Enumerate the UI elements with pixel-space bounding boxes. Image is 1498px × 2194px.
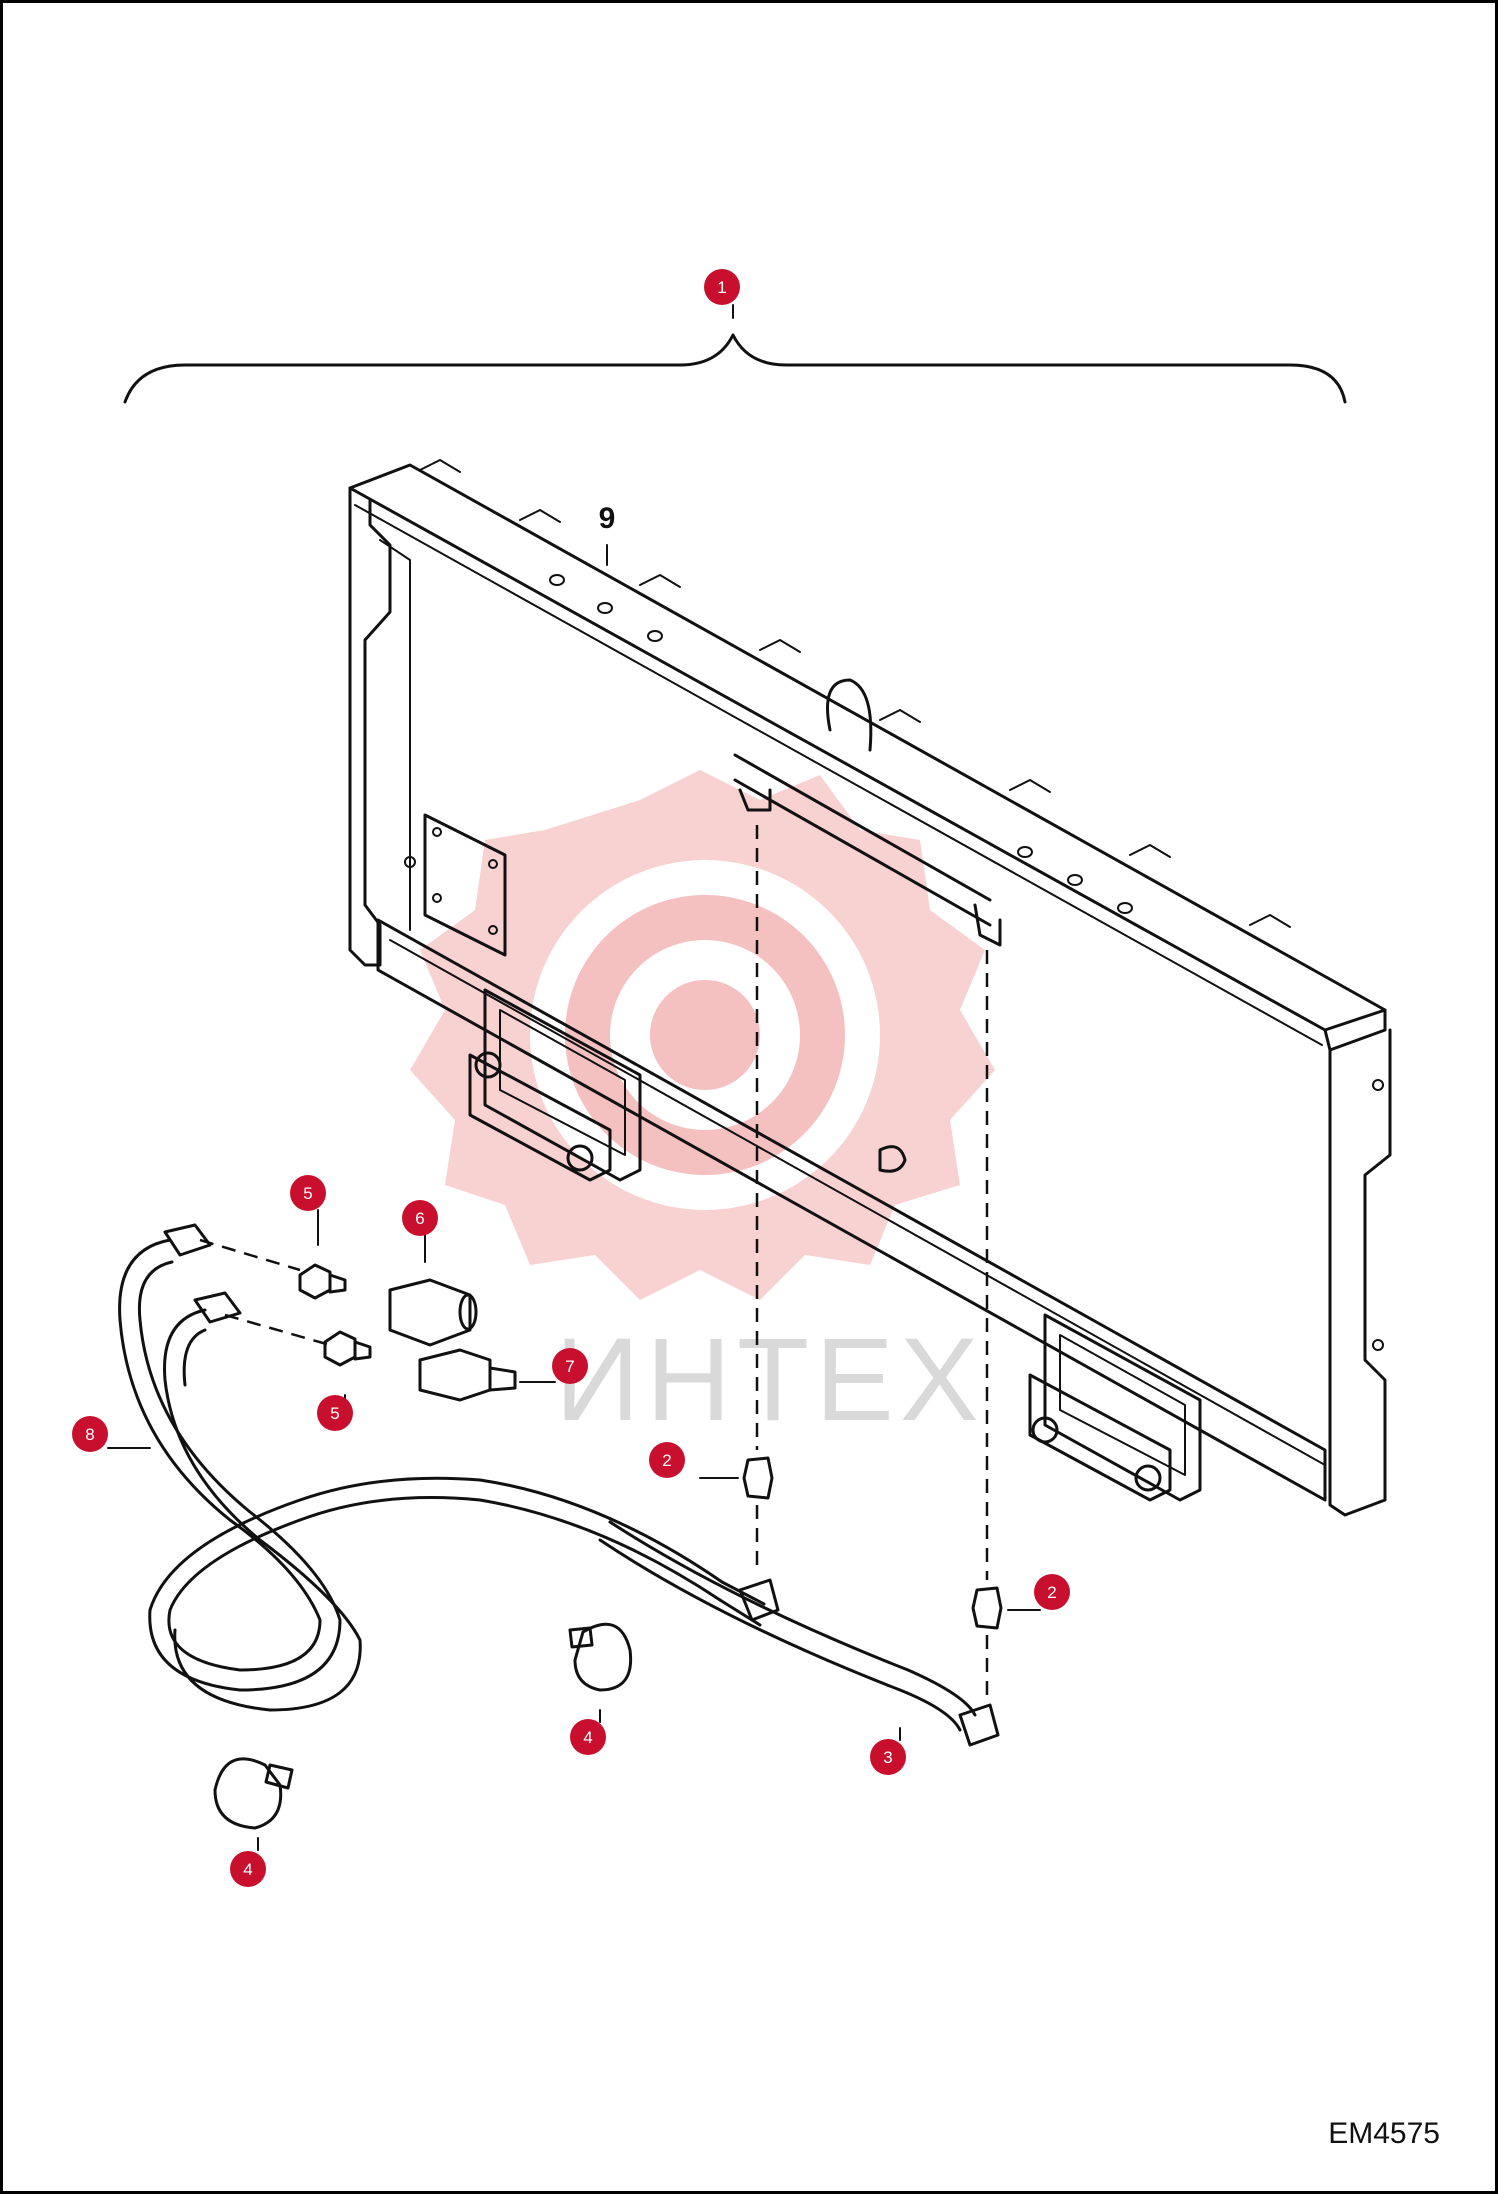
callout-5b: 5 [317,1395,353,1431]
svg-text:4: 4 [243,1860,252,1879]
callout-3: 3 [870,1739,906,1775]
attach-plate-frame [348,459,1392,1517]
drawing-id: EM4575 [1328,2117,1440,2150]
callout-1: 1 [704,269,740,305]
svg-text:2: 2 [1047,1583,1056,1602]
hose-assembly [118,1223,1000,1747]
svg-text:5: 5 [303,1184,312,1203]
part-label-9: 9 [599,502,616,535]
callout-4a: 4 [570,1719,606,1755]
fitting-adapter-5a [298,1263,347,1300]
coupler-female-6 [388,1278,478,1347]
svg-text:3: 3 [883,1748,892,1767]
fitting-adapter-5b [323,1330,372,1367]
callout-5a: 5 [290,1175,326,1211]
coupler-male-7 [418,1348,517,1402]
assembly-brace [123,333,1347,404]
callout-2a: 2 [649,1442,685,1478]
svg-text:7: 7 [565,1357,574,1376]
callout-8: 8 [72,1416,108,1452]
svg-text:6: 6 [415,1209,424,1228]
assembly-lines [199,825,989,1700]
cable-tie-4a [568,1622,633,1692]
svg-text:2: 2 [662,1451,671,1470]
svg-text:1: 1 [717,278,726,297]
callout-2b: 2 [1034,1574,1070,1610]
callout-7: 7 [552,1348,588,1384]
svg-text:4: 4 [583,1728,592,1747]
svg-text:5: 5 [330,1404,339,1423]
cable-tie-4b [213,1757,294,1830]
watermark-text: ИНТЕХ [555,1314,985,1446]
watermark-logo [410,770,995,1300]
fitting-2b [971,1586,1003,1630]
callout-6: 6 [402,1200,438,1236]
fitting-2a [742,1456,774,1500]
callout-4b: 4 [230,1851,266,1887]
svg-text:8: 8 [85,1425,94,1444]
